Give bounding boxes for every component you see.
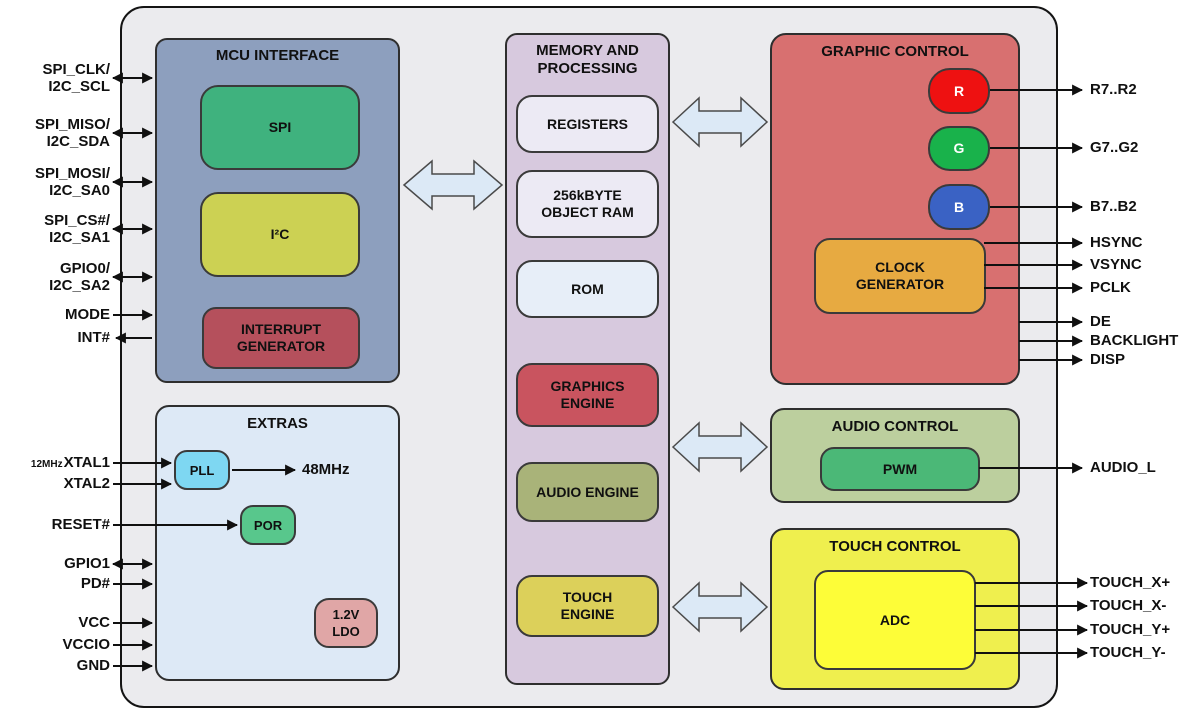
pin-spi-clk: SPI_CLK/ I2C_SCL (42, 61, 110, 95)
pin-audio-l: AUDIO_L (1090, 459, 1156, 476)
pin-xtal2: XTAL2 (63, 475, 110, 492)
pin-pclk: PCLK (1090, 279, 1131, 296)
interrupt-generator-block: INTERRUPT GENERATOR (202, 307, 360, 369)
pin-mode: MODE (65, 306, 110, 323)
pin-spi-mosi: SPI_MOSI/ I2C_SA0 (34, 165, 110, 199)
object-ram-block: 256kBYTE OBJECT RAM (516, 170, 659, 238)
pin-vccio: VCCIO (62, 636, 110, 653)
mcu-interface-title: MCU INTERFACE (215, 47, 340, 64)
touch-control-title: TOUCH CONTROL (829, 538, 961, 555)
rom-block: ROM (516, 260, 659, 318)
pin-hsync: HSYNC (1090, 234, 1143, 251)
pin-vsync: VSYNC (1090, 256, 1142, 273)
touch-engine-block: TOUCH ENGINE (516, 575, 659, 637)
ldo-block: 1.2V LDO (314, 598, 378, 648)
pin-pd: PD# (80, 575, 110, 592)
audio-control-title: AUDIO CONTROL (831, 418, 959, 435)
pin-vcc: VCC (78, 614, 110, 631)
xtal1-frequency-label: 12MHz (30, 459, 63, 470)
pin-gnd: GND (76, 657, 110, 674)
clock-generator-block: CLOCK GENERATOR (814, 238, 986, 314)
pin-int: INT# (77, 329, 110, 346)
extras-title: EXTRAS (247, 415, 308, 432)
pwm-block: PWM (820, 447, 980, 491)
pin-g7-g2: G7..G2 (1090, 139, 1139, 156)
pin-de: DE (1090, 313, 1111, 330)
pin-touch-y-minus: TOUCH_Y- (1090, 644, 1166, 661)
pin-spi-cs: SPI_CS#/ I2C_SA1 (44, 212, 110, 246)
pin-gpio1: GPIO1 (64, 555, 110, 572)
pin-touch-y-plus: TOUCH_Y+ (1090, 621, 1171, 638)
pin-b7-b2: B7..B2 (1090, 198, 1137, 215)
green-channel-block: G (928, 126, 990, 171)
graphics-engine-block: GRAPHICS ENGINE (516, 363, 659, 427)
red-channel-block: R (928, 68, 990, 114)
pin-xtal1: 12MHzXTAL1 (2, 454, 110, 473)
graphic-control-title: GRAPHIC CONTROL (821, 43, 969, 60)
memory-processing-title: MEMORY AND PROCESSING (536, 42, 639, 77)
blue-channel-block: B (928, 184, 990, 230)
pin-r7-r2: R7..R2 (1090, 81, 1137, 98)
pin-disp: DISP (1090, 351, 1126, 368)
i2c-block: I²C (200, 192, 360, 277)
por-block: POR (240, 505, 296, 545)
pin-touch-x-plus: TOUCH_X+ (1090, 574, 1171, 591)
audio-engine-block: AUDIO ENGINE (516, 462, 659, 522)
pll-block: PLL (174, 450, 230, 490)
pin-gpio0: GPIO0/ I2C_SA2 (49, 260, 110, 294)
registers-block: REGISTERS (516, 95, 659, 153)
spi-block: SPI (200, 85, 360, 170)
pll-output-frequency: 48MHz (302, 461, 350, 478)
pin-spi-miso: SPI_MISO/ I2C_SDA (34, 116, 110, 150)
adc-block: ADC (814, 570, 976, 670)
pin-touch-x-minus: TOUCH_X- (1090, 597, 1167, 614)
xtal1-label: XTAL1 (63, 454, 110, 471)
pin-reset: RESET# (51, 516, 110, 533)
pin-backlight: BACKLIGHT (1090, 332, 1179, 349)
